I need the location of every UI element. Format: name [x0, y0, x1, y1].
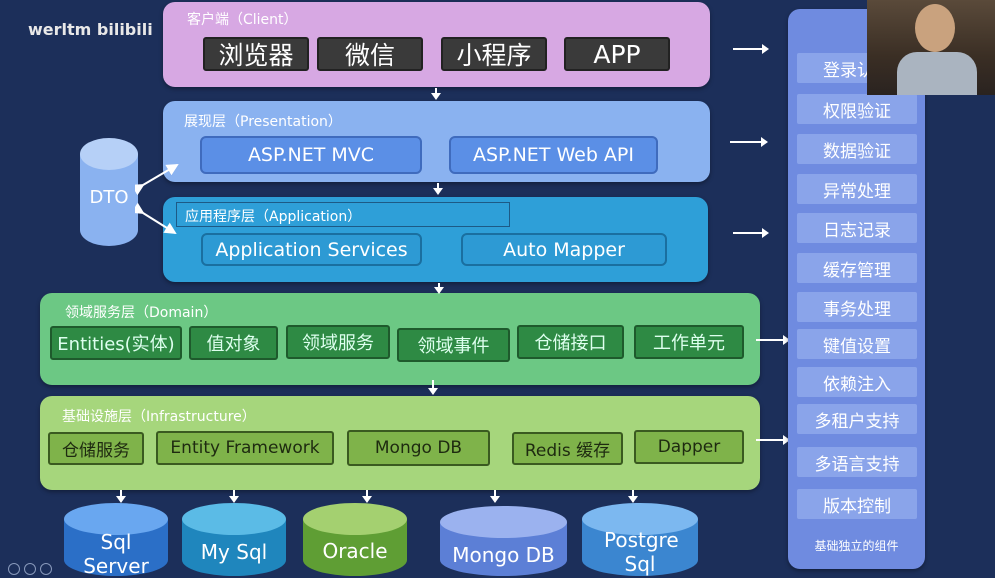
arrow-to-oracle: [362, 490, 372, 503]
sidebar-item-data-validation: 数据验证: [797, 134, 917, 164]
player-controls[interactable]: [8, 563, 68, 575]
db-mysql-label: My Sql: [200, 540, 268, 564]
sidebar-item-version: 版本控制: [797, 489, 917, 519]
db-sqlserver-label: Sql Server: [83, 530, 149, 578]
client-mini-program: 小程序: [441, 37, 547, 71]
arrow-client-to-sidebar: [733, 44, 769, 54]
person-body: [897, 52, 977, 95]
sidebar-item-permission: 权限验证: [797, 94, 917, 124]
dto-cylinder: DTO: [80, 138, 138, 246]
prev-icon[interactable]: [8, 563, 20, 575]
sidebar-item-logging: 日志记录: [797, 213, 917, 243]
application-auto-mapper: Auto Mapper: [461, 233, 667, 266]
application-layer-title: 应用程序层（Application）: [176, 202, 510, 227]
presentation-layer-title: 展现层（Presentation）: [184, 114, 342, 130]
sidebar-item-keyvalue: 键值设置: [797, 329, 917, 359]
presentation-layer: 展现层（Presentation） ASP.NET MVC ASP.NET We…: [163, 101, 710, 182]
domain-service: 领域服务: [286, 325, 390, 359]
webcam-overlay: [867, 0, 995, 95]
client-browser: 浏览器: [203, 37, 309, 71]
domain-repository-interface: 仓储接口: [517, 325, 624, 359]
arrow-application-to-domain: [434, 283, 444, 294]
application-layer: 应用程序层（Application） Application Services …: [163, 197, 708, 282]
sidebar-item-exception: 异常处理: [797, 174, 917, 204]
arrow-client-to-presentation: [431, 88, 441, 100]
presentation-aspnet-webapi: ASP.NET Web API: [449, 136, 658, 174]
sidebar-item-multitenant: 多租户支持: [797, 404, 917, 434]
db-sqlserver: Sql Server: [64, 503, 168, 578]
dto-label: DTO: [89, 187, 129, 208]
client-app: APP: [564, 37, 670, 71]
infra-repository-service: 仓储服务: [48, 432, 144, 465]
sidebar-item-multilang: 多语言支持: [797, 447, 917, 477]
infra-dapper: Dapper: [634, 430, 744, 464]
infrastructure-layer: 基础设施层（Infrastructure） 仓储服务 Entity Framew…: [40, 396, 760, 490]
db-mongodb-label: Mongo DB: [452, 543, 555, 567]
sidebar-item-di: 依赖注入: [797, 367, 917, 397]
arrow-to-postgresql: [628, 490, 638, 503]
db-postgresql-label: Postgre Sql: [604, 528, 679, 576]
arrow-to-mysql: [229, 490, 239, 503]
domain-unit-of-work: 工作单元: [634, 325, 744, 359]
arrow-presentation-to-application: [433, 183, 443, 195]
sidebar-item-cache: 缓存管理: [797, 253, 917, 283]
infra-redis-cache: Redis 缓存: [512, 432, 623, 465]
arrow-to-mongodb: [490, 490, 500, 503]
client-wechat: 微信: [317, 37, 423, 71]
arrow-domain-to-sidebar: [756, 335, 790, 345]
domain-entities: Entities(实体): [50, 326, 182, 360]
domain-layer: 领域服务层（Domain） Entities(实体) 值对象 领域服务 领域事件…: [40, 293, 760, 385]
arrow-presentation-to-sidebar: [730, 137, 768, 147]
infra-entity-framework: Entity Framework: [156, 431, 334, 465]
application-services: Application Services: [201, 233, 422, 266]
client-layer: 客户端（Client） 浏览器 微信 小程序 APP: [163, 2, 710, 87]
arrow-to-sqlserver: [116, 490, 126, 503]
infra-mongodb: Mongo DB: [347, 430, 490, 466]
domain-event: 领域事件: [397, 328, 510, 362]
db-oracle-label: Oracle: [322, 539, 388, 563]
infrastructure-layer-title: 基础设施层（Infrastructure）: [62, 409, 256, 425]
person-head: [915, 4, 955, 52]
presentation-aspnet-mvc: ASP.NET MVC: [200, 136, 422, 174]
domain-value-object: 值对象: [189, 326, 278, 360]
arrow-domain-to-infrastructure: [428, 380, 438, 395]
db-mysql: My Sql: [182, 503, 286, 576]
client-layer-title: 客户端（Client）: [187, 12, 298, 28]
dto-arrows: [135, 163, 179, 235]
db-oracle: Oracle: [303, 503, 407, 576]
play-icon[interactable]: [24, 563, 36, 575]
domain-layer-title: 领域服务层（Domain）: [65, 305, 218, 321]
arrow-application-to-sidebar: [733, 228, 769, 238]
sidebar-item-transaction: 事务处理: [797, 292, 917, 322]
sidebar-footer: 基础独立的组件: [814, 539, 899, 553]
db-mongodb: Mongo DB: [440, 506, 567, 576]
next-icon[interactable]: [40, 563, 52, 575]
bilibili-watermark: werltm bilibili: [28, 20, 153, 39]
db-postgresql: Postgre Sql: [582, 503, 698, 576]
arrow-infrastructure-to-sidebar: [756, 435, 790, 445]
